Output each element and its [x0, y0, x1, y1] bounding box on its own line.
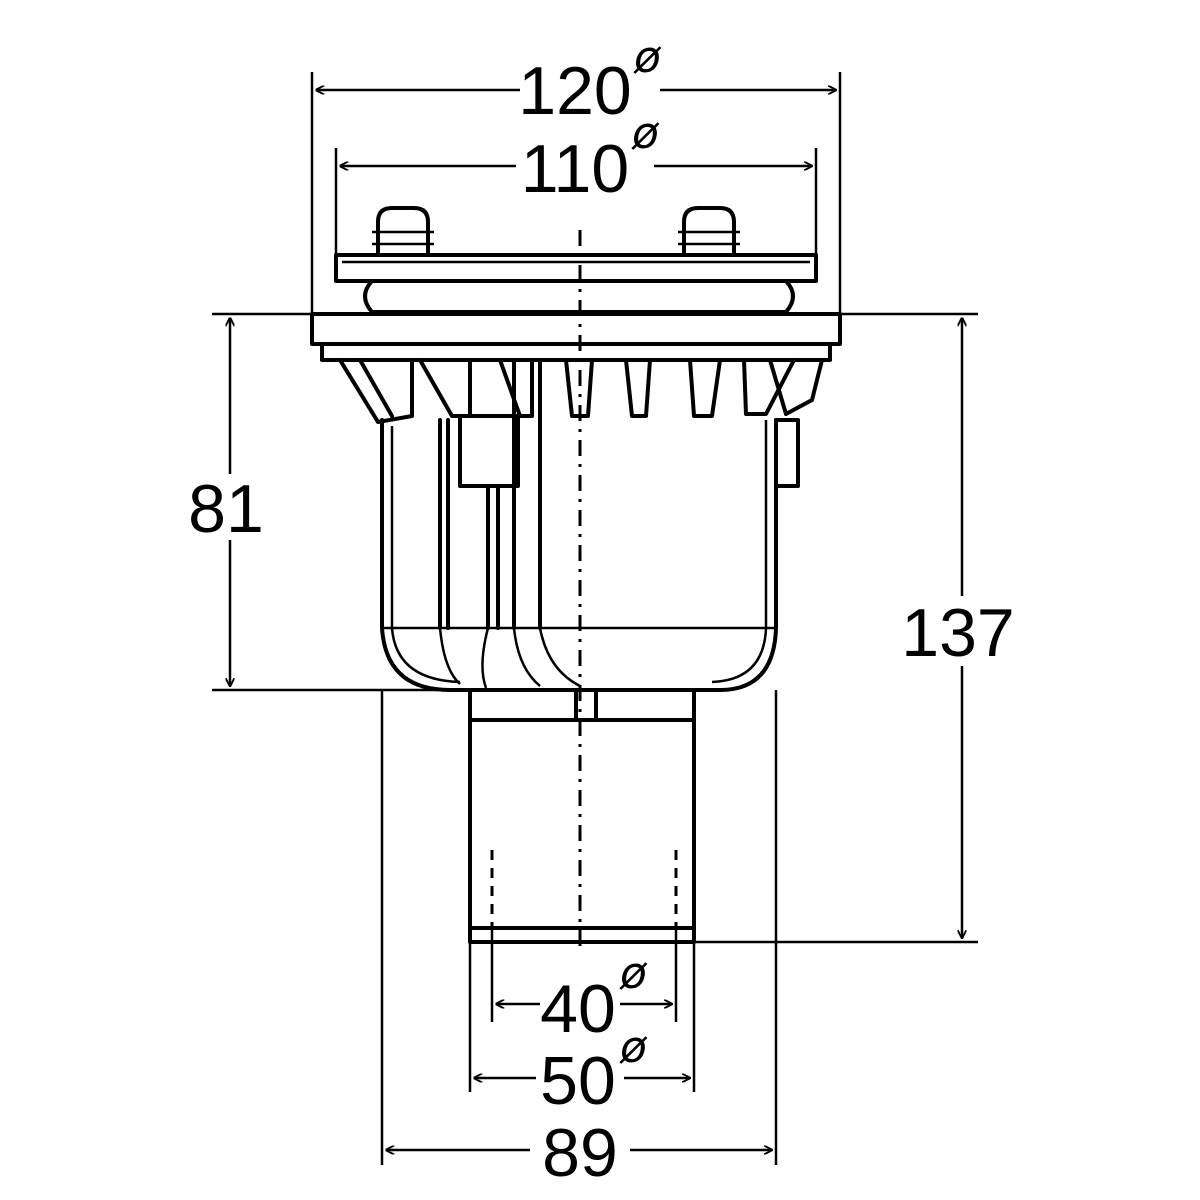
dimension-outlet-inner: 40 ø	[496, 948, 672, 1047]
outlet-pipe	[468, 688, 696, 944]
dimension-body-height: 81	[188, 318, 264, 686]
diameter-symbol: ø	[631, 108, 660, 159]
flange-top	[310, 312, 842, 346]
dimension-110-label: 110	[521, 131, 629, 207]
dimension-body-width: 89	[386, 1115, 772, 1191]
diameter-symbol: ø	[619, 948, 648, 999]
dimension-outlet-outer: 50 ø	[474, 1022, 690, 1119]
extension-lines	[212, 72, 978, 1165]
dimension-40-label: 40	[540, 971, 616, 1047]
bolt-left	[372, 206, 434, 257]
drain-body	[310, 206, 842, 950]
side-lug	[774, 418, 800, 488]
diameter-symbol: ø	[619, 1022, 648, 1073]
flange-bottom	[320, 342, 832, 362]
cover-plate	[334, 253, 818, 283]
dimension-50-label: 50	[540, 1043, 616, 1119]
dimension-120-label: 120	[518, 53, 631, 129]
dimension-total-height: 137	[901, 318, 1015, 938]
dimension-inner-flange: 110 ø	[340, 108, 812, 207]
dimension-89-label: 89	[542, 1115, 618, 1191]
internal-channel	[438, 358, 581, 689]
diameter-symbol: ø	[633, 32, 662, 83]
dimension-outer-flange: 120 ø	[316, 32, 836, 129]
dimension-137-label: 137	[901, 595, 1014, 671]
dimension-81-label: 81	[188, 471, 264, 547]
bolt-right	[678, 206, 740, 257]
